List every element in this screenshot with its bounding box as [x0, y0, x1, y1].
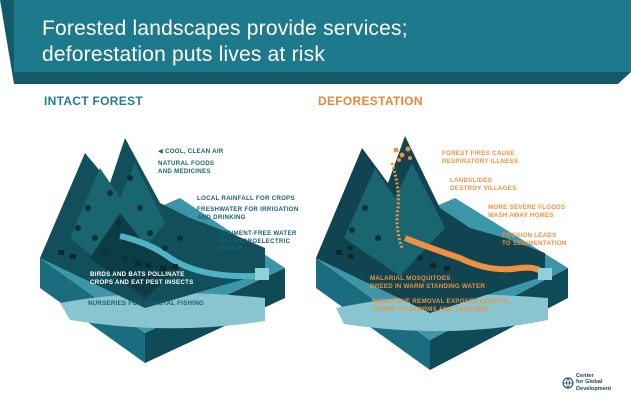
label-erosion: EROSION LEADS TO SEDIMENTATION [502, 232, 567, 247]
globe-icon [562, 377, 574, 389]
village-huts [58, 250, 178, 271]
title-line-2: deforestation puts lives at risk [42, 43, 326, 66]
logo-text: Center for Global Development [576, 373, 612, 392]
page-title: Forested landscapes provide services; de… [42, 16, 408, 68]
intact-forest-heading: INTACT FOREST [44, 94, 144, 108]
label-nurseries: NURSERIES FOR COASTAL FISHING [88, 300, 204, 307]
sparse-trees [347, 205, 423, 261]
label-landslides: LANDSLIDES DESTROY VILLAGES [450, 177, 517, 192]
label-mosquitoes: MALARIAL MOSQUITOES BREED IN WARM STANDI… [370, 275, 486, 290]
label-clean-air: ◀ COOL, CLEAN AIR [158, 148, 224, 155]
tree-cluster [75, 175, 183, 261]
banner-ribbon [0, 0, 631, 84]
river [119, 233, 256, 280]
label-natural-foods: NATURAL FOODS AND MEDICINES [158, 160, 215, 175]
hydro-dam [538, 268, 552, 280]
title-line-1: Forested landscapes provide services; [42, 17, 408, 40]
landslide-trail [390, 162, 404, 249]
village-huts [336, 250, 450, 271]
lagoon [60, 293, 265, 329]
sediment-river [403, 235, 548, 278]
mountain-shadow [90, 213, 180, 298]
label-freshwater: FRESHWATER FOR IRRIGATION AND DRINKING [197, 206, 299, 221]
label-floods: MORE SEVERE FLOODS WASH AWAY HOMES [488, 204, 566, 219]
deforestation-scene [316, 136, 568, 370]
header-banner: Forested landscapes provide services; de… [0, 0, 631, 84]
intact-forest-scene [40, 138, 285, 363]
label-local-rainfall: LOCAL RAINFALL FOR CROPS [197, 195, 295, 202]
cgd-logo: Center for Global Development [562, 371, 622, 407]
label-birds-bats: BIRDS AND BATS POLLINATE CROPS AND EAT P… [90, 271, 194, 286]
mountain-front [344, 163, 445, 276]
deforestation-heading: DEFORESTATION [318, 94, 423, 108]
label-sediment-free: SEDIMENT-FREE WATER FOR HYDROELECTRIC PO… [218, 230, 297, 253]
forest-fire [393, 146, 412, 162]
label-mangrove: MANGROVE REMOVAL EXPOSES COASTAL TOWNS T… [372, 298, 511, 313]
hydro-dam [255, 268, 269, 280]
lagoon [336, 294, 548, 332]
label-forest-fires: FOREST FIRES CAUSE RESPIRATORY ILLNESS [442, 150, 519, 165]
